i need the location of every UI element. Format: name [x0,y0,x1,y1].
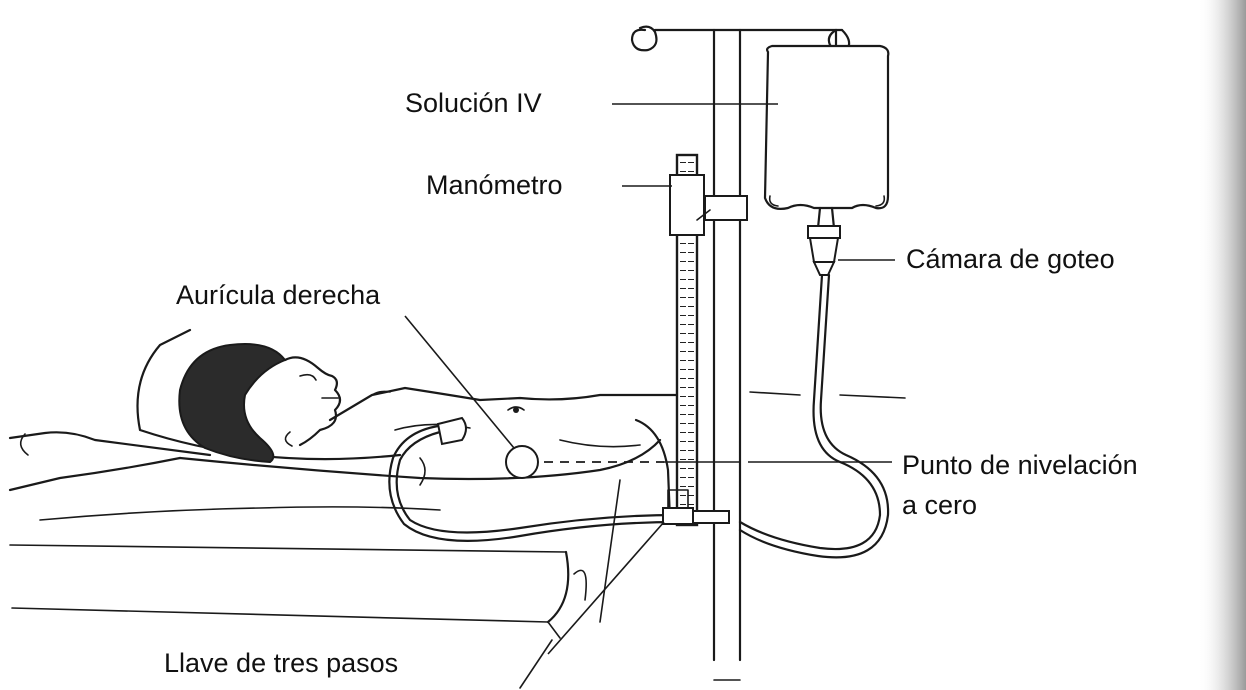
iv-bag [765,30,888,228]
label-zero-level-line2: a cero [902,490,977,520]
iv-tubing [389,275,888,557]
page-edge-shadow [1198,0,1246,690]
label-three-way-stopcock: Llave de tres pasos [164,648,398,678]
label-manometer: Manómetro [426,170,563,200]
right-atrium-marker [506,446,538,478]
label-drip-chamber: Cámara de goteo [906,244,1115,274]
label-iv-solution: Solución IV [405,88,542,118]
manometer [670,155,710,525]
leader-stopcock [548,522,664,654]
drip-chamber [808,226,840,275]
label-right-atrium: Aurícula derecha [176,280,381,310]
label-zero-level-line1: Punto de nivelación [902,450,1138,480]
